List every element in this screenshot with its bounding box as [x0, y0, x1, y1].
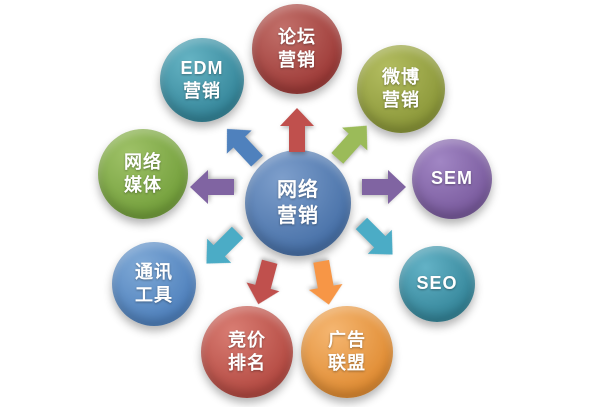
node-label: 论坛	[278, 26, 316, 47]
node-label: 营销	[277, 205, 319, 227]
node-network-marketing-center: 网络 营销	[245, 150, 351, 256]
arrow-up-right-icon	[325, 114, 380, 169]
node-label: 联盟	[328, 353, 366, 373]
arrow-down-right-icon	[349, 211, 404, 266]
node-label: SEM	[430, 168, 473, 189]
arrow-up-icon	[280, 108, 314, 152]
node-label: 营销	[183, 81, 221, 101]
arrow-right-icon	[362, 170, 406, 204]
node-label: 广告	[328, 329, 366, 350]
node-edm-marketing: EDM 营销	[160, 38, 244, 122]
arrow-up-left-icon	[215, 117, 270, 172]
node-forum-marketing: 论坛 营销	[252, 4, 342, 94]
node-label: 竞价	[228, 329, 266, 350]
node-network-media: 网络 媒体	[98, 129, 188, 219]
node-label: 网络	[124, 151, 162, 172]
node-ad-alliance: 广告 联盟	[301, 306, 393, 398]
node-label: 排名	[228, 353, 266, 373]
node-label: 媒体	[124, 175, 162, 195]
node-label: 营销	[278, 50, 316, 70]
node-label: 营销	[382, 90, 420, 110]
node-seo: SEO	[399, 246, 475, 322]
node-label: 通讯	[135, 261, 173, 282]
node-label: 工具	[135, 285, 173, 305]
node-label: 微博	[382, 66, 420, 87]
node-communication-tools: 通讯 工具	[112, 242, 196, 326]
node-label: SEO	[416, 273, 458, 294]
node-sem: SEM	[412, 139, 492, 219]
arrow-left-icon	[190, 170, 234, 204]
node-label: EDM	[180, 57, 224, 78]
node-weibo-marketing: 微博 营销	[357, 45, 445, 133]
arrow-down-left-icon	[194, 220, 249, 275]
node-label: 网络	[277, 179, 319, 201]
node-bidding-rank: 竞价 排名	[201, 306, 293, 398]
arrow-down-center-left-icon	[242, 257, 286, 308]
arrow-down-center-right-icon	[304, 258, 345, 307]
